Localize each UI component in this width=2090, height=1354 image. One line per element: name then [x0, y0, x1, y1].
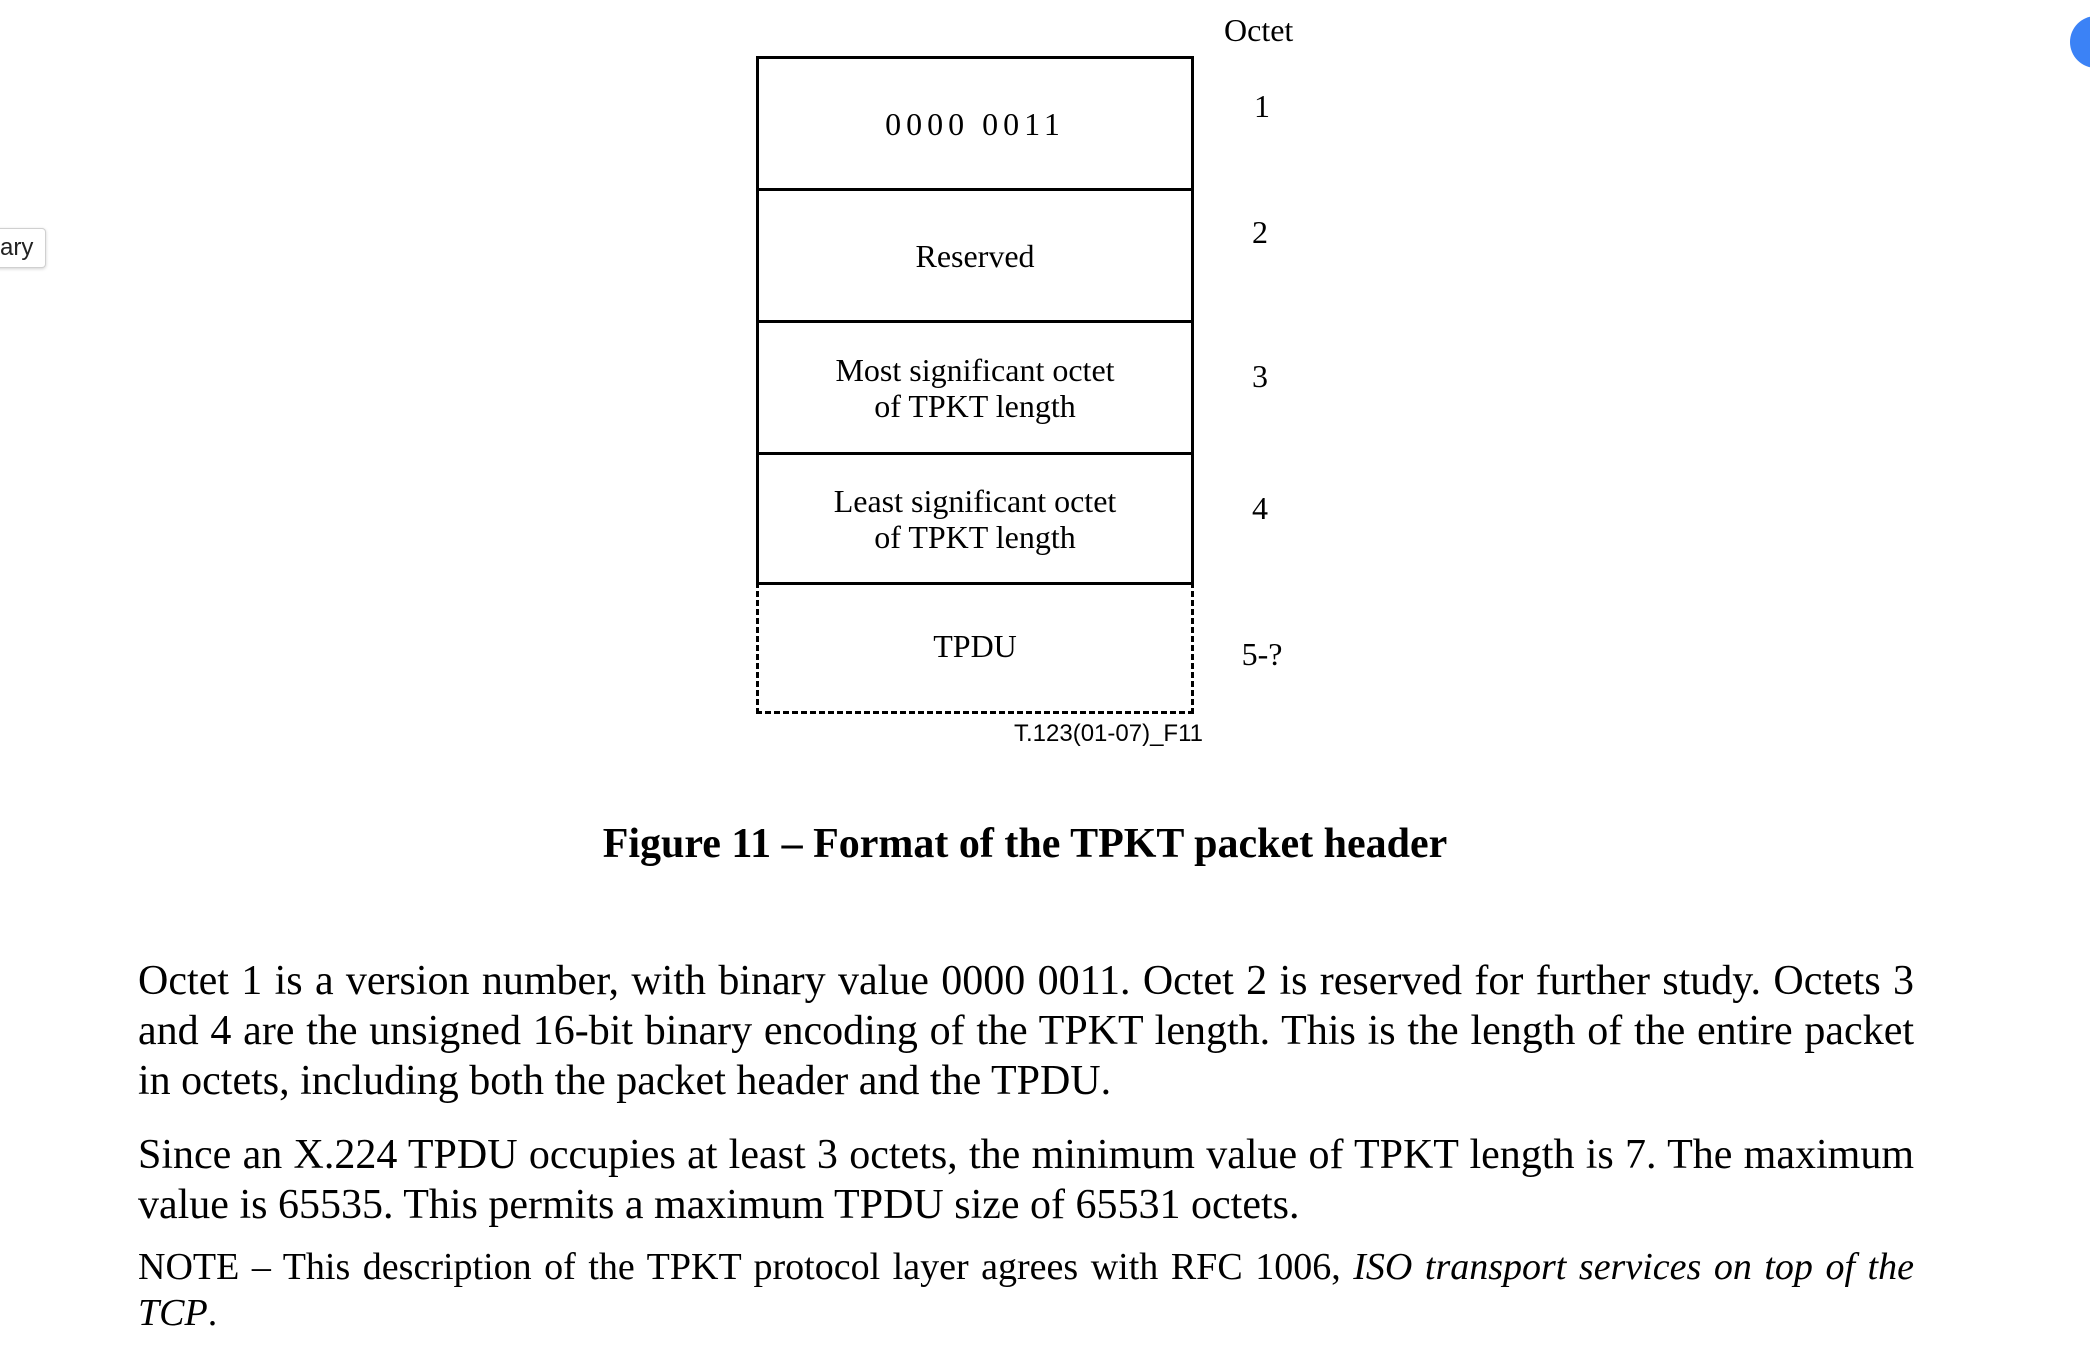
note-reference-title: ISO transport services on top of the TCP: [138, 1246, 1914, 1334]
field-reserved-label: Reserved: [915, 237, 1035, 274]
field-reserved: Reserved: [756, 188, 1194, 320]
octet-number-4: 4: [1252, 490, 1268, 526]
figure-caption: Figure 11 – Format of the TPKT packet he…: [602, 821, 1448, 867]
field-tpdu-label: TPDU: [933, 628, 1017, 664]
octet-number-3: 3: [1252, 358, 1268, 394]
field-length-lsb: Least significant octet of TPKT length: [756, 452, 1194, 585]
field-length-lsb-line2: of TPKT length: [874, 518, 1076, 555]
note: NOTE – This description of the TPKT prot…: [138, 1244, 1914, 1336]
sidebar-tab-label: ary: [0, 234, 34, 261]
field-length-msb-line2: of TPKT length: [874, 387, 1076, 424]
field-length-msb-line1: Most significant octet: [835, 351, 1115, 388]
field-length-lsb-line1: Least significant octet: [833, 482, 1117, 519]
figure-id: T.123(01-07)_F11: [1014, 720, 1203, 747]
octet-number-5: 5-?: [1241, 636, 1283, 672]
field-version-label: 0000 0011: [885, 105, 1065, 142]
octet-column-header: Octet: [1224, 12, 1294, 48]
paragraph-octet-description: Octet 1 is a version number, with binary…: [138, 958, 1914, 1104]
octet-number-1: 1: [1254, 88, 1270, 124]
field-length-msb: Most significant octet of TPKT length: [756, 320, 1194, 452]
tpkt-figure: Octet 0000 0011 Reserved Most significan…: [756, 12, 1294, 747]
octet-number-2: 2: [1252, 214, 1268, 250]
sidebar-tab[interactable]: ary: [0, 228, 47, 268]
avatar[interactable]: [2070, 16, 2090, 68]
field-version: 0000 0011: [756, 56, 1194, 188]
paragraph-tpkt-length: Since an X.224 TPDU occupies at least 3 …: [138, 1132, 1914, 1228]
note-suffix: .: [207, 1292, 218, 1334]
note-prefix: NOTE – This description of the TPKT prot…: [138, 1246, 1354, 1288]
field-tpdu: TPDU: [756, 582, 1194, 714]
